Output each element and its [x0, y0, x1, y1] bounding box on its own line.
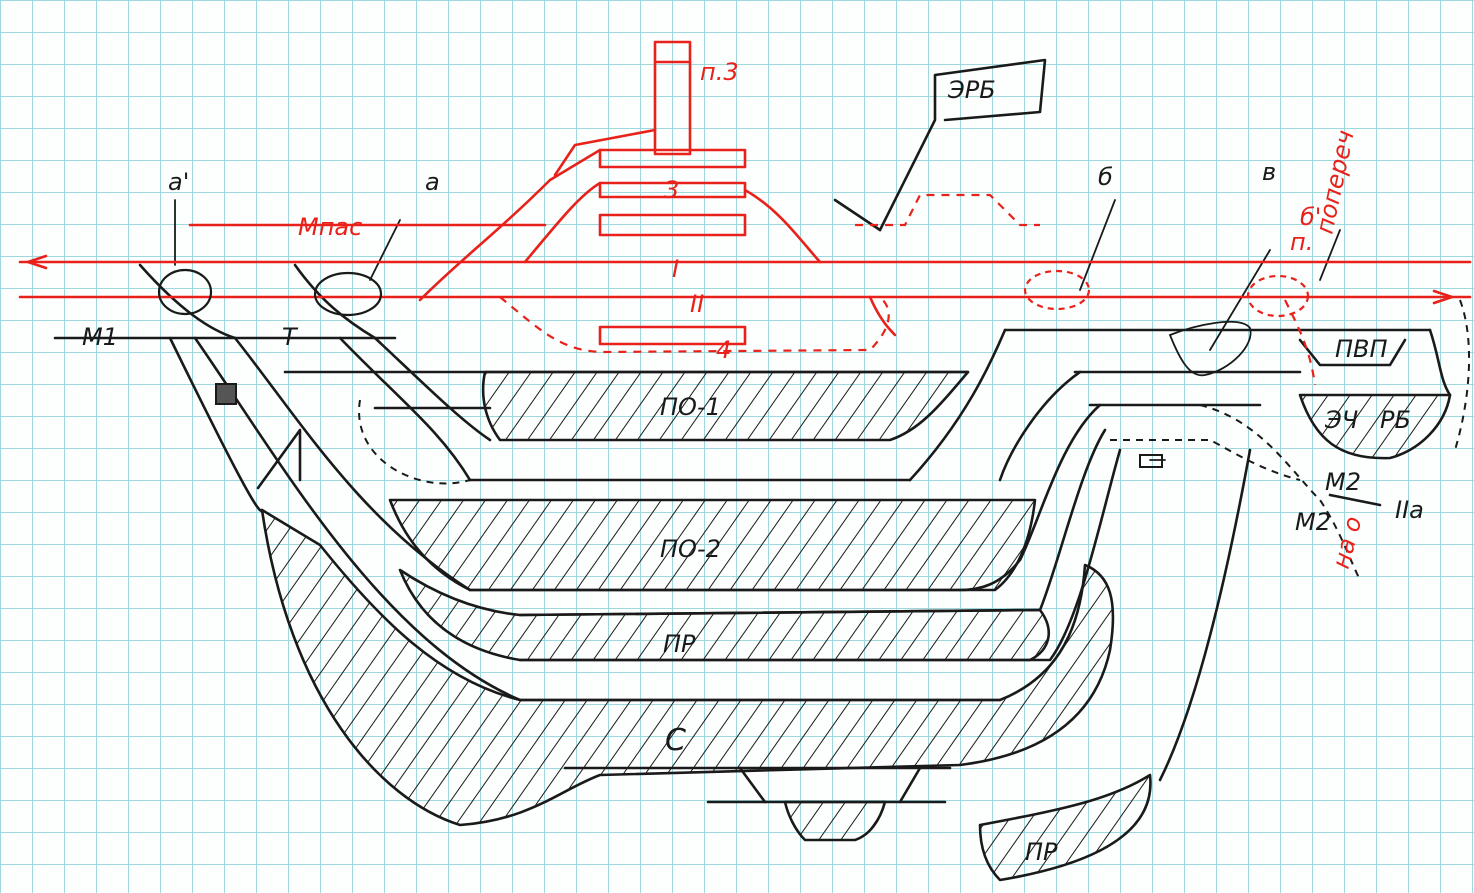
- point-a-prime-circle: [157, 268, 213, 316]
- label-p-note: п.: [1290, 228, 1313, 256]
- label-a-prime: а': [168, 168, 189, 196]
- label-poperek: попереч: [1310, 128, 1359, 237]
- label-track-3: 3: [664, 176, 679, 204]
- label-m1: М1: [82, 323, 118, 351]
- label-pvp: ПВП: [1335, 335, 1388, 363]
- label-s: С: [665, 723, 686, 758]
- zone-pr-bottom: [978, 773, 1152, 882]
- zone-po1: [481, 370, 970, 442]
- label-b-prime: б': [1300, 203, 1321, 231]
- label-iia: IIа: [1395, 496, 1424, 524]
- point-b-circle: [1023, 269, 1091, 311]
- label-m2-lower: М2: [1295, 508, 1331, 536]
- label-po1: ПО-1: [660, 393, 721, 421]
- label-v: в: [1262, 158, 1276, 186]
- label-ech: ЭЧ: [1324, 406, 1358, 434]
- zone-pr: [398, 568, 1050, 662]
- label-pr-bottom: ПР: [1025, 838, 1058, 866]
- label-mpas: Мпас: [298, 213, 362, 241]
- black-tracks: [53, 58, 1471, 804]
- label-pr: ПР: [663, 630, 696, 658]
- hatched-zones: [260, 370, 1452, 882]
- label-t: Т: [282, 323, 299, 351]
- label-na-o: на о: [1327, 513, 1368, 571]
- label-a: а: [425, 168, 440, 196]
- label-rb: РБ: [1380, 406, 1411, 434]
- label-track-1: I: [672, 255, 679, 283]
- zone-ech-rb: [1298, 393, 1452, 460]
- zone-small-bottom: [783, 800, 887, 842]
- point-b-prime-circle: [1246, 274, 1310, 318]
- point-a-circle: [313, 271, 383, 317]
- label-b: б: [1098, 163, 1113, 191]
- label-track-4: 4: [716, 336, 731, 364]
- red-main-lines: [18, 40, 1472, 386]
- signal-box-marker: [215, 383, 237, 405]
- label-erb: ЭРБ: [947, 76, 996, 104]
- label-po2: ПО-2: [660, 535, 721, 563]
- label-track-2: II: [690, 290, 704, 318]
- label-p3: п.3: [700, 58, 739, 86]
- zone-s: [260, 508, 1115, 827]
- circled-points: [157, 268, 1310, 318]
- label-m2-upper: М2: [1325, 468, 1361, 496]
